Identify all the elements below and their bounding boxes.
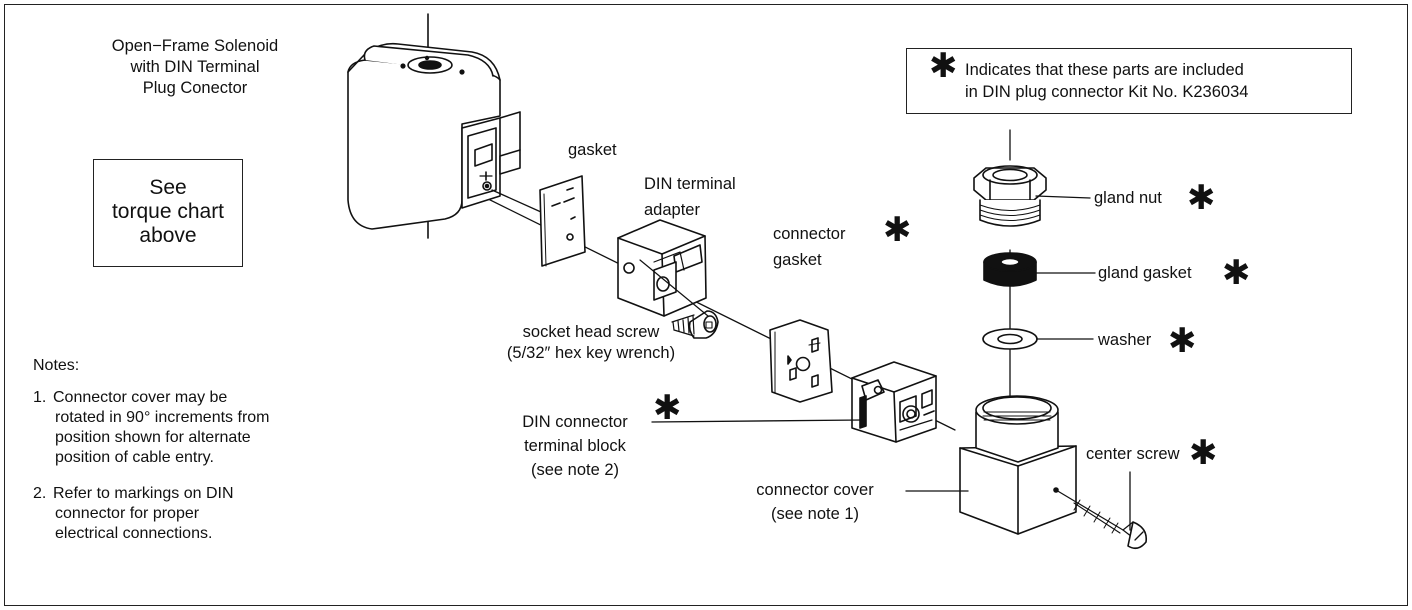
note-line: electrical connections.	[55, 525, 213, 542]
note-line: position shown for alternate	[55, 429, 251, 446]
gland-nut-drawing	[973, 165, 1047, 227]
connector-gasket-label: connector gasket	[773, 224, 845, 271]
connector-cover-drawing	[959, 395, 1077, 535]
torque-box-line: torque chart	[111, 200, 225, 223]
terminal-block-label-line: terminal block	[524, 437, 626, 455]
washer-label: washer	[1098, 331, 1152, 349]
gland-gasket-label: gland gasket	[1098, 264, 1192, 282]
solenoid-label: Open−Frame Solenoid with DIN Terminal Pl…	[75, 36, 315, 99]
connector-cover-label-line: (see note 1)	[770, 505, 860, 523]
note-line: rotated in 90° increments from	[55, 409, 270, 426]
gasket-label: gasket	[568, 141, 617, 159]
note-item: 2. Refer to markings on DIN connector fo…	[33, 484, 363, 544]
asterisk-icon: ✱	[929, 46, 958, 86]
kit-legend-box: ✱ Indicates that these parts are include…	[906, 48, 1352, 114]
notes-section: Notes: 1. Connector cover may be rotated…	[33, 356, 363, 544]
terminal-block-label-line: (see note 2)	[530, 461, 620, 479]
connector-gasket-drawing	[769, 319, 833, 403]
note-line: connector for proper	[55, 505, 200, 522]
socket-screw-label-line: socket head screw	[522, 323, 660, 341]
socket-screw-label-line: (5/32″ hex key wrench)	[506, 344, 676, 362]
torque-chart-box: See torque chart above	[93, 159, 243, 267]
note-line: Refer to markings on DIN	[53, 485, 234, 502]
washer-drawing	[982, 328, 1038, 350]
note-item: 1. Connector cover may be rotated in 90°…	[33, 388, 363, 468]
din-terminal-adapter-drawing	[617, 219, 707, 317]
center-screw-label: center screw	[1086, 445, 1180, 463]
torque-box-line: above	[139, 224, 197, 247]
din-terminal-adapter-label: DIN terminal adapter	[644, 174, 736, 221]
center-screw-drawing	[1055, 489, 1148, 550]
asterisk-icon: ✱	[883, 210, 912, 250]
connector-gasket-label-line: connector	[773, 225, 846, 243]
torque-box-line: See	[149, 176, 187, 199]
legend-line: in DIN plug connector Kit No. K236034	[965, 83, 1249, 101]
gland-nut-label: gland nut	[1094, 189, 1162, 207]
asterisk-icon: ✱	[1189, 433, 1218, 473]
terminal-block-label-line: DIN connector	[522, 413, 628, 431]
connector-cover-label: connector cover (see note 1)	[730, 480, 900, 525]
adapter-label-line: adapter	[644, 201, 700, 219]
note-number: 1.	[33, 389, 47, 406]
note-number: 2.	[33, 485, 47, 502]
terminal-block-drawing	[851, 361, 937, 443]
note-line: Connector cover may be	[53, 389, 228, 406]
diagram-frame	[4, 4, 1408, 606]
solenoid-label-line: with DIN Terminal	[130, 58, 260, 76]
gasket-drawing	[539, 175, 586, 267]
asterisk-icon: ✱	[653, 388, 682, 428]
gland-gasket-drawing	[983, 252, 1037, 287]
solenoid-coil-drawing	[347, 13, 542, 239]
connector-cover-label-line: connector cover	[756, 481, 874, 499]
connector-gasket-label-line: gasket	[773, 251, 822, 269]
note-line: position of cable entry.	[55, 449, 214, 466]
leader-lines	[651, 195, 1131, 531]
terminal-block-label: DIN connector terminal block (see note 2…	[500, 412, 650, 481]
legend-line: Indicates that these parts are included	[965, 61, 1244, 79]
asterisk-icon: ✱	[1168, 321, 1197, 361]
notes-heading: Notes:	[33, 357, 80, 374]
solenoid-label-line: Open−Frame Solenoid	[111, 37, 279, 55]
adapter-label-line: DIN terminal	[644, 175, 736, 193]
socket-head-screw-label: socket head screw (5/32″ hex key wrench)	[486, 322, 696, 364]
asterisk-icon: ✱	[1187, 178, 1216, 218]
solenoid-label-line: Plug Conector	[142, 79, 248, 97]
socket-head-screw-drawing	[639, 259, 719, 339]
asterisk-icon: ✱	[1222, 253, 1251, 293]
